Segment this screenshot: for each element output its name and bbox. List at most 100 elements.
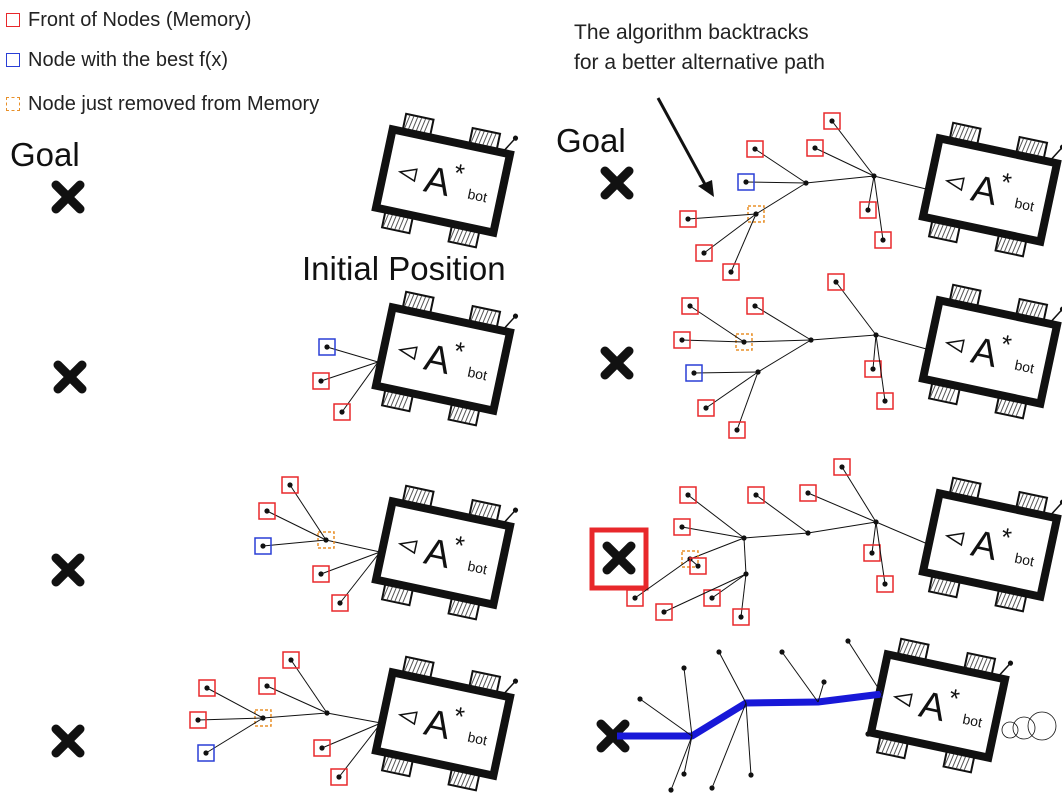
trail-circle-icon xyxy=(1027,711,1057,741)
legend-removed-label: Node just removed from Memory xyxy=(28,92,320,115)
front-node-box xyxy=(746,140,764,158)
goal-label-left: Goal xyxy=(10,136,80,173)
node-dot-icon xyxy=(318,378,324,384)
node-dot-icon xyxy=(337,600,343,606)
tree-branch xyxy=(689,305,745,343)
tree-branch xyxy=(871,521,877,554)
x-mark-icon xyxy=(600,166,634,200)
tree-branch xyxy=(875,334,931,351)
tree-branch xyxy=(689,537,745,560)
x-mark-icon xyxy=(51,553,85,587)
tree-branch xyxy=(289,484,327,541)
tree-branch xyxy=(867,693,883,735)
tree-branch xyxy=(321,722,382,749)
tree-branch xyxy=(875,521,931,546)
front-node-box xyxy=(258,677,276,695)
node-dot-icon xyxy=(695,563,701,569)
node-dot-icon xyxy=(661,609,667,615)
node-dot-icon xyxy=(829,118,835,124)
node-dot-icon xyxy=(668,787,674,793)
front-node-box xyxy=(331,594,349,612)
node-dot-icon xyxy=(632,595,638,601)
robot-label-sub: bot xyxy=(466,364,488,384)
trail-circle-icon xyxy=(1001,721,1019,739)
front-node-box xyxy=(728,421,746,439)
x-mark-icon xyxy=(596,719,630,753)
robot-icon: A*bot xyxy=(918,283,1062,420)
tree-branch xyxy=(320,361,379,382)
node-dot-icon xyxy=(882,581,888,587)
node-dot-icon xyxy=(865,207,871,213)
legend-front-label: Front of Nodes (Memory) xyxy=(28,8,252,31)
tree-branch xyxy=(743,532,809,539)
robot-icon: A*bot xyxy=(371,290,519,427)
annotation-line-2: for a better alternative path xyxy=(574,51,825,74)
front-node-box xyxy=(312,565,330,583)
node-dot-icon xyxy=(738,614,744,620)
tree-branch xyxy=(634,558,691,599)
front-node-box xyxy=(806,139,824,157)
node-dot-icon xyxy=(728,269,734,275)
best-node-box xyxy=(254,537,272,555)
best-node-box xyxy=(318,338,336,356)
front-node-box xyxy=(732,608,750,626)
legend-best: Node with the best f(x) xyxy=(6,48,228,72)
front-node-box xyxy=(859,201,877,219)
tree-branch xyxy=(266,510,327,541)
node-dot-icon xyxy=(716,649,722,655)
robot-label-sub: bot xyxy=(1013,195,1035,215)
tree-branch xyxy=(205,717,264,754)
node-dot-icon xyxy=(805,490,811,496)
node-dot-icon xyxy=(709,595,715,601)
node-dot-icon xyxy=(752,303,758,309)
x-mark-icon xyxy=(51,724,85,758)
legend-removed: Node just removed from Memory xyxy=(6,92,319,116)
tree-branch xyxy=(663,573,747,613)
node-dot-icon xyxy=(869,550,875,556)
front-node-box xyxy=(823,112,841,130)
tree-branch xyxy=(831,120,875,177)
node-dot-icon xyxy=(681,665,687,671)
best-node-box xyxy=(737,173,755,191)
tree-branch xyxy=(718,651,747,704)
front-node-box xyxy=(722,263,740,281)
tree-branch xyxy=(711,573,747,599)
front-node-box xyxy=(673,518,691,536)
tree-branch xyxy=(290,659,328,714)
tree-branch xyxy=(670,735,693,791)
node-dot-icon xyxy=(195,717,201,723)
front-node-box xyxy=(799,484,817,502)
tree-branch xyxy=(755,182,807,215)
tree-branch xyxy=(639,698,693,737)
front-node-box xyxy=(626,589,644,607)
tree-branch xyxy=(730,213,757,273)
node-dot-icon xyxy=(679,337,685,343)
node-dot-icon xyxy=(204,685,210,691)
front-node-box xyxy=(313,739,331,757)
tree-branch xyxy=(807,521,877,534)
front-node-box xyxy=(827,273,845,291)
tree-branch xyxy=(814,147,875,177)
node-dot-icon xyxy=(753,492,759,498)
node-dot-icon xyxy=(870,366,876,372)
front-node-box xyxy=(876,575,894,593)
tree-branch xyxy=(745,702,752,776)
tree-branch xyxy=(807,492,877,523)
best-node-box xyxy=(197,744,215,762)
tree-branch xyxy=(683,667,693,737)
robot-icon: A*bot xyxy=(371,484,519,621)
best-node-box xyxy=(685,364,703,382)
tree-branch xyxy=(681,526,745,539)
robot-label-sub: bot xyxy=(466,729,488,749)
tree-branch xyxy=(326,712,382,724)
x-mark-icon xyxy=(600,346,634,380)
robot-label-sub: bot xyxy=(466,186,488,206)
goal-highlight-box xyxy=(589,527,649,591)
robot-label-sub: bot xyxy=(961,711,983,731)
robot-icon: A*bot xyxy=(918,476,1062,613)
front-node-box xyxy=(697,399,715,417)
annotation-line-1: The algorithm backtracks xyxy=(574,21,809,44)
node-dot-icon xyxy=(336,774,342,780)
tree-branch xyxy=(320,551,381,575)
legend-best-label: Node with the best f(x) xyxy=(28,48,229,71)
